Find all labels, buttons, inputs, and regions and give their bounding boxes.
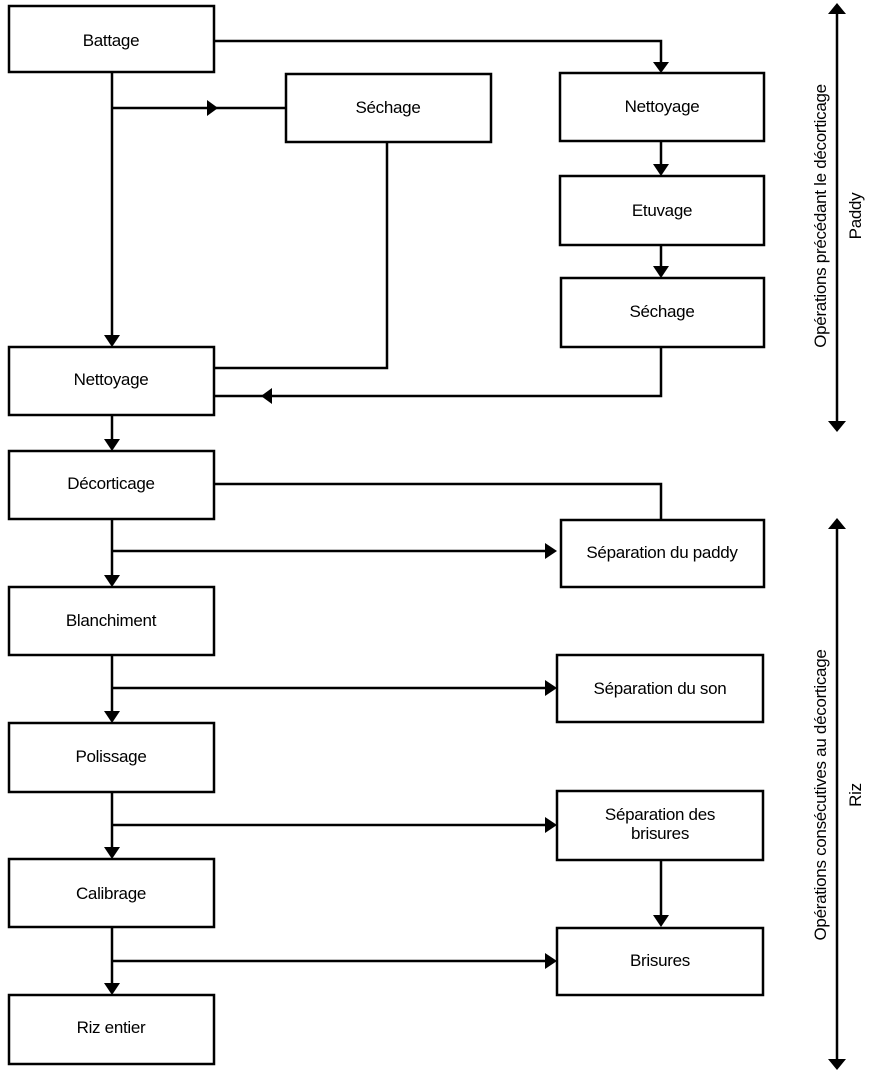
arrow-down-icon (653, 266, 669, 278)
range-sublabel: Riz (846, 783, 865, 807)
node-label: Calibrage (76, 884, 146, 903)
node-label: Nettoyage (74, 370, 149, 389)
node-label: Brisures (630, 951, 690, 970)
node-label: Nettoyage (625, 97, 700, 116)
node-sechage-1: Séchage (284, 72, 493, 144)
arrow-down-icon (104, 983, 120, 995)
range-sublabel: Paddy (846, 192, 865, 240)
arrow-left-icon (261, 388, 272, 404)
edge-separation-paddy-recycle (215, 482, 663, 520)
node-label: Polissage (75, 747, 146, 766)
connectors (110, 39, 663, 988)
node-separation-son: Séparation du son (555, 653, 765, 724)
arrow-down-icon (828, 1059, 846, 1070)
node-brisures: Brisures (555, 926, 765, 997)
arrow-down-icon (104, 575, 120, 587)
node-label: Riz entier (77, 1018, 146, 1037)
arrow-down-icon (653, 915, 669, 927)
arrow-down-icon (104, 847, 120, 859)
node-separation-paddy: Séparation du paddy (559, 518, 766, 589)
node-label: Séchage (355, 98, 420, 117)
node-label: Séchage (629, 302, 694, 321)
edge-sechage-1-to-nettoyage-main (215, 142, 389, 370)
arrow-up-icon (828, 518, 846, 529)
node-nettoyage-main: Nettoyage (7, 345, 216, 417)
arrow-right-icon (207, 100, 218, 116)
arrow-down-icon (104, 439, 120, 451)
edge-battage-to-nettoyage-right (215, 39, 663, 68)
node-decorticage: Décorticage (7, 449, 216, 521)
range-label: Opérations consécutives au décorticage (811, 650, 830, 941)
node-label: Séparation du paddy (586, 543, 738, 562)
node-battage: Battage (7, 4, 216, 74)
arrowheads (104, 62, 669, 995)
arrow-down-icon (828, 421, 846, 432)
node-label: Blanchiment (66, 611, 157, 630)
node-polissage: Polissage (7, 721, 216, 794)
arrow-right-icon (545, 680, 557, 696)
arrow-right-icon (545, 817, 557, 833)
node-label-line-1: Séparation des (605, 805, 715, 824)
arrow-right-icon (545, 543, 557, 559)
node-sechage-2: Séchage (559, 276, 766, 349)
node-label: Battage (83, 31, 140, 50)
node-label: Etuvage (632, 201, 692, 220)
node-label: Décorticage (67, 474, 154, 493)
edge-sechage-2-to-nettoyage-main (215, 347, 663, 398)
node-etuvage: Etuvage (558, 174, 766, 247)
node-blanchiment: Blanchiment (7, 585, 216, 657)
node-label: Séparation du son (594, 679, 727, 698)
node-calibrage: Calibrage (7, 857, 216, 929)
arrow-down-icon (653, 62, 669, 73)
node-riz-entier: Riz entier (7, 993, 216, 1066)
node-separation-brisures: Séparation des brisures (555, 789, 765, 862)
node-label-line-2: brisures (631, 824, 689, 843)
side-range-paddy: Opérations précédant le décorticage Padd… (811, 3, 865, 432)
arrow-right-icon (545, 953, 557, 969)
arrow-down-icon (653, 164, 669, 176)
arrow-up-icon (828, 3, 846, 14)
range-label: Opérations précédant le décorticage (811, 84, 830, 348)
side-range-riz: Opérations consécutives au décorticage R… (811, 518, 865, 1070)
node-nettoyage-right: Nettoyage (558, 71, 766, 143)
arrow-down-icon (104, 335, 120, 347)
arrow-down-icon (104, 711, 120, 723)
